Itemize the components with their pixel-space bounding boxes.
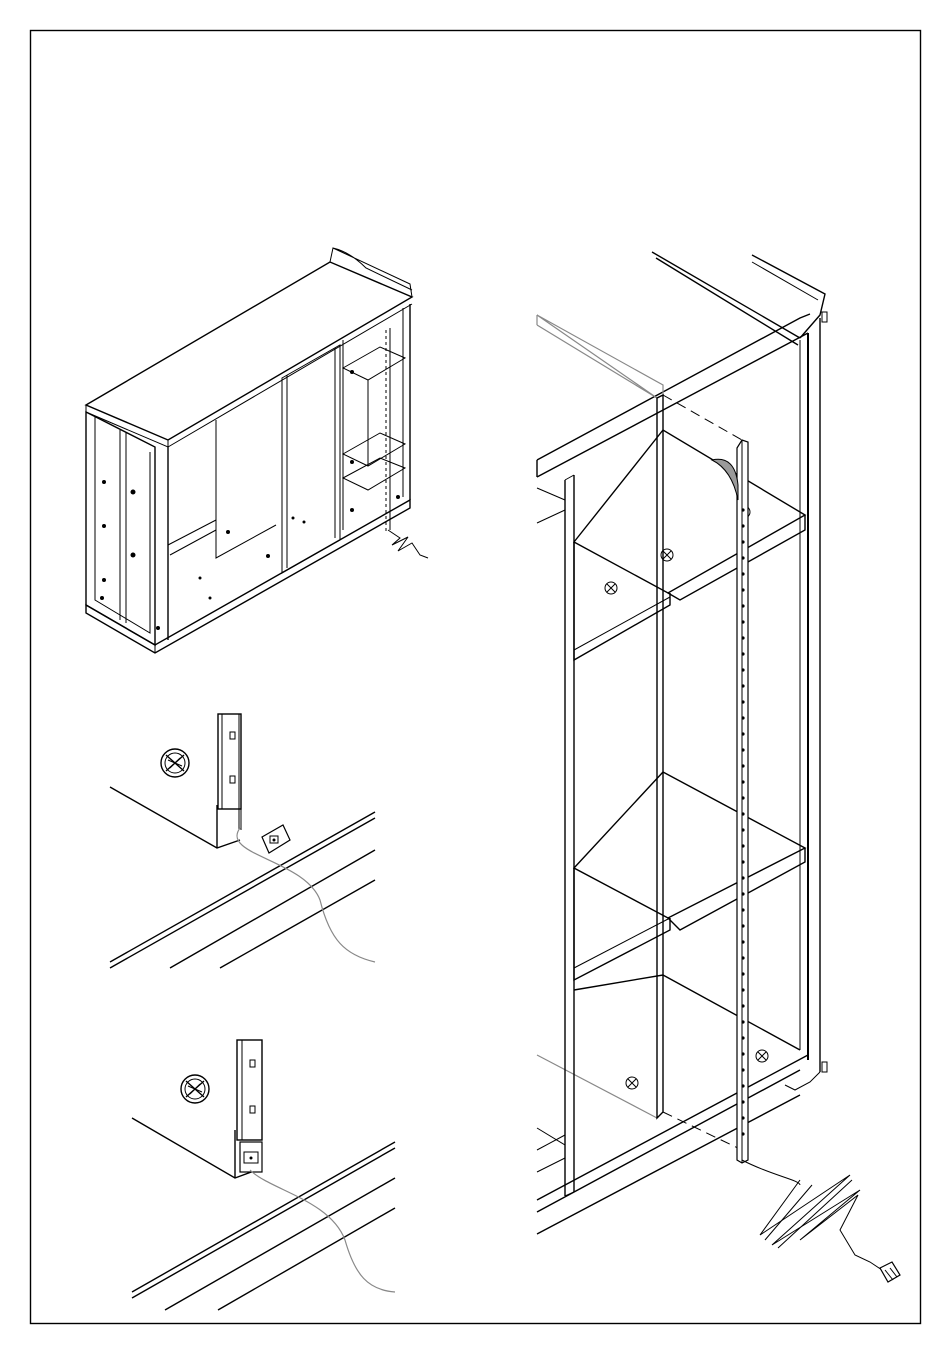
wardrobe-overview-figure: [86, 248, 428, 653]
strip-hole: [741, 716, 744, 719]
strip-hole: [741, 588, 744, 591]
strip-hole: [741, 860, 744, 863]
strip-hole: [741, 924, 744, 927]
main-crown: [652, 252, 825, 345]
main-shelf-2: [574, 772, 805, 918]
strip-hole: [741, 844, 744, 847]
strip-hole: [741, 700, 744, 703]
overview-crown: [330, 248, 412, 297]
strip-hole: [741, 668, 744, 671]
strip-hole: [741, 636, 744, 639]
main-cable: [742, 1160, 800, 1185]
strip-hole: [741, 956, 744, 959]
page-border: [31, 31, 921, 1324]
detail-top-cable: [237, 828, 375, 962]
cam-screw-icon: [161, 749, 189, 777]
detail-connector-closed-figure: [132, 1040, 395, 1310]
main-divider: [657, 395, 663, 1118]
overview-divider: [282, 345, 340, 573]
main-shelf-1: [574, 430, 805, 593]
strip-hole: [741, 1084, 744, 1087]
strip-hole: [741, 796, 744, 799]
strip-hole: [741, 988, 744, 991]
detail-bottom-strip: [237, 1040, 262, 1140]
strip-hole: [741, 1052, 744, 1055]
strip-hole: [741, 812, 744, 815]
strip-hole: [741, 780, 744, 783]
strip-hole: [741, 620, 744, 623]
strip-hole: [741, 748, 744, 751]
main-divider-ghost: [537, 315, 663, 398]
strip-hole: [741, 892, 744, 895]
socket-closed-icon: [240, 1142, 262, 1172]
strip-hole: [741, 1100, 744, 1103]
strip-hole: [741, 764, 744, 767]
detail-bottom-cable: [250, 1170, 395, 1292]
strip-hole: [741, 604, 744, 607]
strip-hole: [741, 1068, 744, 1071]
detail-top-strip: [218, 714, 241, 809]
strip-hole: [741, 524, 744, 527]
strip-hole: [741, 508, 744, 511]
main-install-figure: [537, 252, 900, 1282]
strip-hole: [741, 556, 744, 559]
strip-hole: [741, 652, 744, 655]
strip-hole: [741, 540, 744, 543]
strip-hole: [741, 572, 744, 575]
strip-hole: [741, 940, 744, 943]
strip-hole: [741, 908, 744, 911]
detail-connector-open-figure: [110, 714, 375, 968]
strip-hole: [741, 1132, 744, 1135]
strip-hole: [741, 828, 744, 831]
overview-top-panel: [86, 262, 412, 440]
strip-hole: [741, 684, 744, 687]
plug-icon: [880, 1262, 900, 1282]
strip-hole: [741, 1036, 744, 1039]
strip-hole: [741, 1116, 744, 1119]
cam-screw-icon-2: [181, 1075, 209, 1103]
strip-hole: [741, 1004, 744, 1007]
strip-hole: [741, 972, 744, 975]
strip-hole: [741, 732, 744, 735]
strip-hole: [741, 876, 744, 879]
socket-open-icon: [262, 825, 290, 853]
strip-hole: [741, 1020, 744, 1023]
